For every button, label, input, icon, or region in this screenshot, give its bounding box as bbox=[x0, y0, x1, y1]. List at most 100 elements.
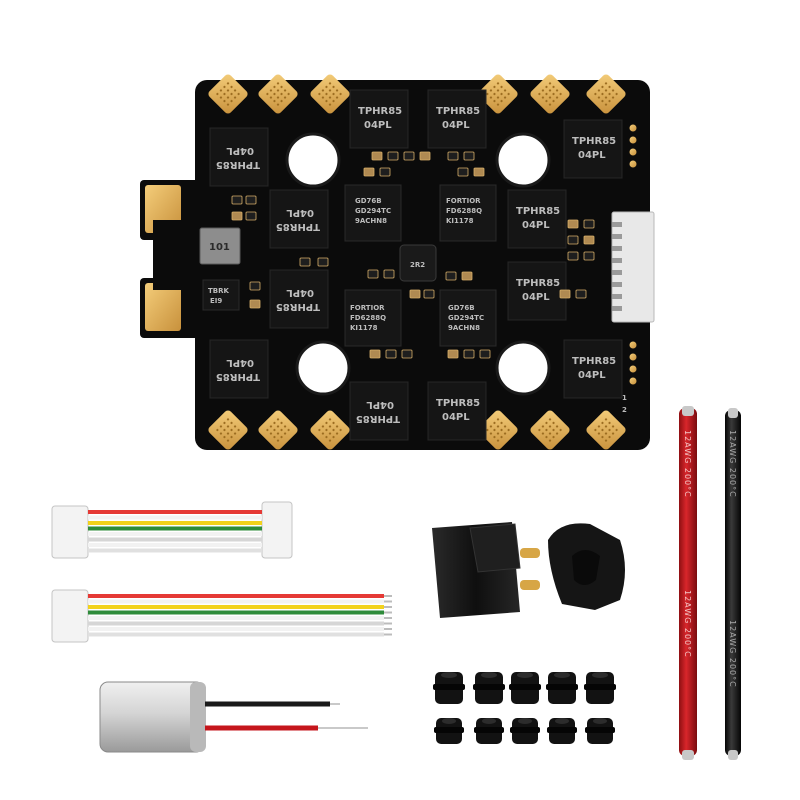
smd-resistor bbox=[479, 349, 491, 359]
mosfet-label-2: 04PL bbox=[226, 145, 254, 156]
smd-resistor bbox=[367, 269, 379, 279]
motor-pad bbox=[310, 74, 350, 114]
black-wire: 12AWG 200°C 12AWG 200°C bbox=[725, 408, 741, 760]
smd-resistor bbox=[385, 349, 397, 359]
mcu-ic-bottom-label-1: FORTIOR bbox=[350, 304, 385, 312]
mosfet-chip: TPHR85 04PL bbox=[507, 261, 567, 321]
motor-pad bbox=[208, 410, 248, 450]
harness-top-wires bbox=[88, 510, 262, 553]
grommet-large bbox=[546, 672, 578, 704]
smd-resistor bbox=[403, 151, 415, 161]
mosfet-chip: TPHR85 04PL bbox=[209, 127, 269, 187]
connector-pin bbox=[612, 246, 622, 251]
smd-resistor bbox=[583, 219, 595, 229]
smd-resistor bbox=[575, 289, 587, 299]
driver-ic-bottom-label-1: GD76B bbox=[448, 304, 475, 312]
smd-resistor bbox=[567, 251, 579, 261]
jst-connector-right bbox=[261, 501, 293, 559]
mosfet-label-1: TPHR85 bbox=[276, 301, 320, 312]
mcu-ic-label-1: FORTIOR bbox=[446, 197, 481, 205]
capacitor-body bbox=[99, 681, 205, 753]
mosfet-label-2: 04PL bbox=[442, 412, 470, 423]
motor-pad bbox=[586, 74, 626, 114]
mcu-ic-label-3: KI1178 bbox=[446, 217, 474, 225]
grommet-small bbox=[585, 718, 615, 744]
mcu-ic-bottom-label-3: KI1178 bbox=[350, 324, 378, 332]
grommet-large bbox=[433, 672, 465, 704]
grommet-small bbox=[547, 718, 577, 744]
smd-resistor bbox=[379, 167, 391, 177]
signal-pads: 1 2 bbox=[622, 124, 637, 414]
driver-ic-top: GD76B GD294TC 9ACHN8 bbox=[344, 184, 402, 242]
grommet-large bbox=[473, 672, 505, 704]
signal-connector bbox=[611, 211, 655, 323]
grommet-large bbox=[509, 672, 541, 704]
connector-pin bbox=[612, 282, 622, 287]
mosfet-label-2: 04PL bbox=[442, 120, 470, 131]
small-chip-label-1: TBRK bbox=[208, 287, 230, 295]
connector-pin bbox=[612, 222, 622, 227]
smd-capacitor bbox=[371, 151, 383, 161]
mosfet-label-1: TPHR85 bbox=[572, 356, 616, 367]
power-pad-negative bbox=[145, 283, 181, 331]
mosfet-label-2: 04PL bbox=[522, 292, 550, 303]
mcu-ic-label-2: FD6288Q bbox=[446, 207, 482, 215]
smd-capacitor bbox=[583, 235, 595, 245]
motor-pad bbox=[258, 410, 298, 450]
smd-resistor bbox=[567, 235, 579, 245]
driver-ic-bottom-label-3: 9ACHN8 bbox=[448, 324, 480, 332]
smd-capacitor bbox=[363, 167, 375, 177]
motor-pad bbox=[478, 410, 518, 450]
mosfet-label-1: TPHR85 bbox=[216, 159, 260, 170]
smd-resistor bbox=[423, 289, 435, 299]
motor-pad bbox=[258, 74, 298, 114]
mosfet-chip: TPHR85 04PL bbox=[563, 339, 623, 399]
smd-resistor bbox=[401, 349, 413, 359]
smd-resistor bbox=[445, 271, 457, 281]
capacitor bbox=[99, 681, 368, 753]
mosfet-label-2: 04PL bbox=[366, 399, 394, 410]
smd-capacitor bbox=[419, 151, 431, 161]
red-wire: 12AWG 200°C 12AWG 200°C bbox=[679, 406, 697, 760]
smd-resistor bbox=[299, 257, 311, 267]
mosfet-label-2: 04PL bbox=[364, 120, 392, 131]
smd-capacitor bbox=[409, 289, 421, 299]
grommet-small bbox=[474, 718, 504, 744]
mosfet-label-1: TPHR85 bbox=[516, 206, 560, 217]
cable-harness-top bbox=[51, 501, 293, 559]
smd-resistor bbox=[245, 195, 257, 205]
inductor: 101 bbox=[199, 227, 241, 265]
connector-pin bbox=[612, 294, 622, 299]
mosfet-label-1: TPHR85 bbox=[516, 278, 560, 289]
mosfet-label-1: TPHR85 bbox=[436, 106, 480, 117]
motor-pad bbox=[530, 410, 570, 450]
smd-capacitor bbox=[369, 349, 381, 359]
esc-board: TPHR85 04PL TPHR85 04PL TPHR85 04PL TPHR85 04PL… bbox=[140, 74, 655, 450]
mounting-hole bbox=[495, 132, 551, 188]
connector-pin bbox=[612, 306, 622, 311]
mosfet-label-2: 04PL bbox=[286, 207, 314, 218]
motor-pad bbox=[310, 410, 350, 450]
xt60-pin bbox=[520, 548, 540, 558]
red-wire-label-2: 12AWG 200°C bbox=[683, 590, 692, 658]
motor-pad bbox=[208, 74, 248, 114]
connector-pin bbox=[612, 234, 622, 239]
smd-resistor bbox=[583, 251, 595, 261]
mosfet-chips: TPHR85 04PL TPHR85 04PL TPHR85 04PL TPHR85 04PL… bbox=[209, 89, 623, 441]
xt60-connector bbox=[432, 522, 625, 618]
mosfet-label-1: TPHR85 bbox=[356, 413, 400, 424]
smd-capacitor bbox=[567, 219, 579, 229]
red-wire-label-1: 12AWG 200°C bbox=[683, 430, 692, 498]
mosfet-label-1: TPHR85 bbox=[436, 398, 480, 409]
mosfet-label-1: TPHR85 bbox=[572, 136, 616, 147]
signal-connector-pins bbox=[612, 222, 622, 311]
red-wire-body bbox=[679, 408, 697, 756]
smd-resistor bbox=[231, 195, 243, 205]
motor-pad bbox=[478, 74, 518, 114]
smd-resistor bbox=[463, 349, 475, 359]
mounting-hole bbox=[295, 340, 351, 396]
mosfet-label-2: 04PL bbox=[578, 370, 606, 381]
